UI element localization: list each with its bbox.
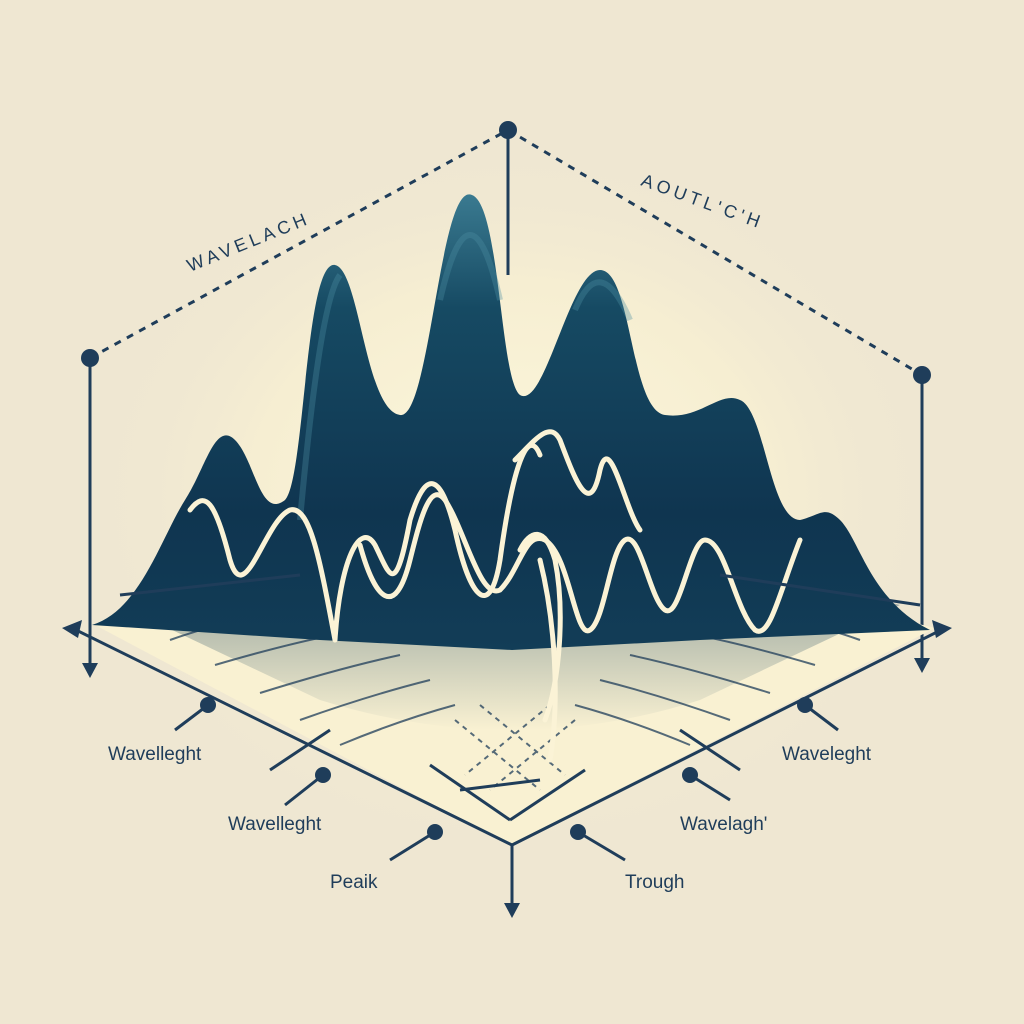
label-left-lower: Wavelleght (228, 814, 322, 835)
callout-node-trough (570, 824, 586, 840)
wave-landscape (92, 194, 930, 650)
signal-curve-center (357, 492, 803, 634)
plane-dashed-grid (454, 704, 576, 791)
left-arrow-icon (62, 620, 82, 638)
wave-highlights (297, 232, 633, 521)
top-node (499, 121, 517, 139)
label-right-upper: Waveleght (782, 744, 872, 765)
callout-node-right-lower (682, 767, 698, 783)
signal-curve-down (517, 531, 563, 763)
label-trough: Trough (625, 872, 685, 893)
bottom-arrow-down-icon (504, 903, 520, 918)
dashed-line-right (507, 128, 923, 377)
callout-node-peak (427, 824, 443, 840)
left-node (81, 349, 99, 367)
left-arrow-down-icon (82, 663, 98, 678)
signal-curve-left (187, 442, 543, 643)
signal-curves (187, 429, 803, 763)
plane-outline (71, 573, 946, 847)
dashed-line-left (89, 128, 509, 360)
label-left-upper: Wavelleght (108, 744, 202, 765)
right-arrow-down-icon (914, 658, 930, 673)
right-arrow-icon (932, 620, 952, 638)
label-peak: Peaik (330, 872, 378, 893)
right-node (913, 366, 931, 384)
callout-node-left-lower (315, 767, 331, 783)
label-right-lower: Wavelagh' (680, 814, 767, 835)
signal-curve-right-hook (512, 429, 643, 533)
callout-node-right-upper (797, 697, 813, 713)
callout-node-left-upper (200, 697, 216, 713)
plane-cross-marks (429, 763, 586, 822)
